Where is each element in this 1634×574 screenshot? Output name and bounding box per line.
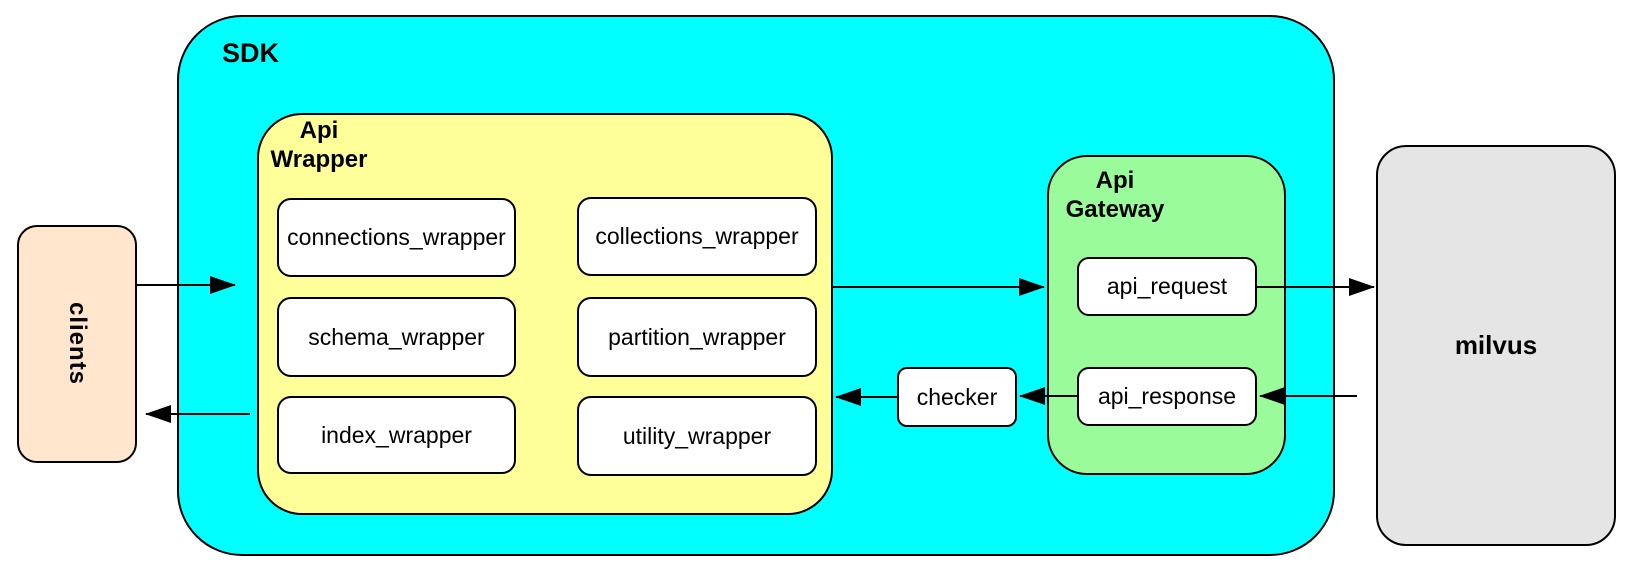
sdk-label: SDK [222,38,280,68]
api-gateway-label: Api Gateway [1057,166,1173,224]
connections-wrapper-box: connections_wrapper [277,198,516,277]
api-response-box: api_response [1077,367,1257,426]
api-request-box: api_request [1077,257,1257,316]
api-wrapper-label-line1: Api [299,117,339,144]
api-wrapper-label-line2: Wrapper [270,146,368,173]
milvus-box: milvus [1376,145,1616,546]
partition-wrapper-box: partition_wrapper [577,297,817,377]
api-gateway-label-line1: Api [1095,167,1135,194]
schema-wrapper-box: schema_wrapper [277,297,516,377]
api-gateway-label-line2: Gateway [1065,196,1165,223]
index-wrapper-box: index_wrapper [277,396,516,474]
clients-box: clients [17,225,137,463]
api-wrapper-label: Api Wrapper [262,116,376,174]
clients-label: clients [64,302,91,386]
collections-wrapper-box: collections_wrapper [577,197,817,276]
utility-wrapper-box: utility_wrapper [577,396,817,476]
checker-box: checker [897,367,1017,427]
